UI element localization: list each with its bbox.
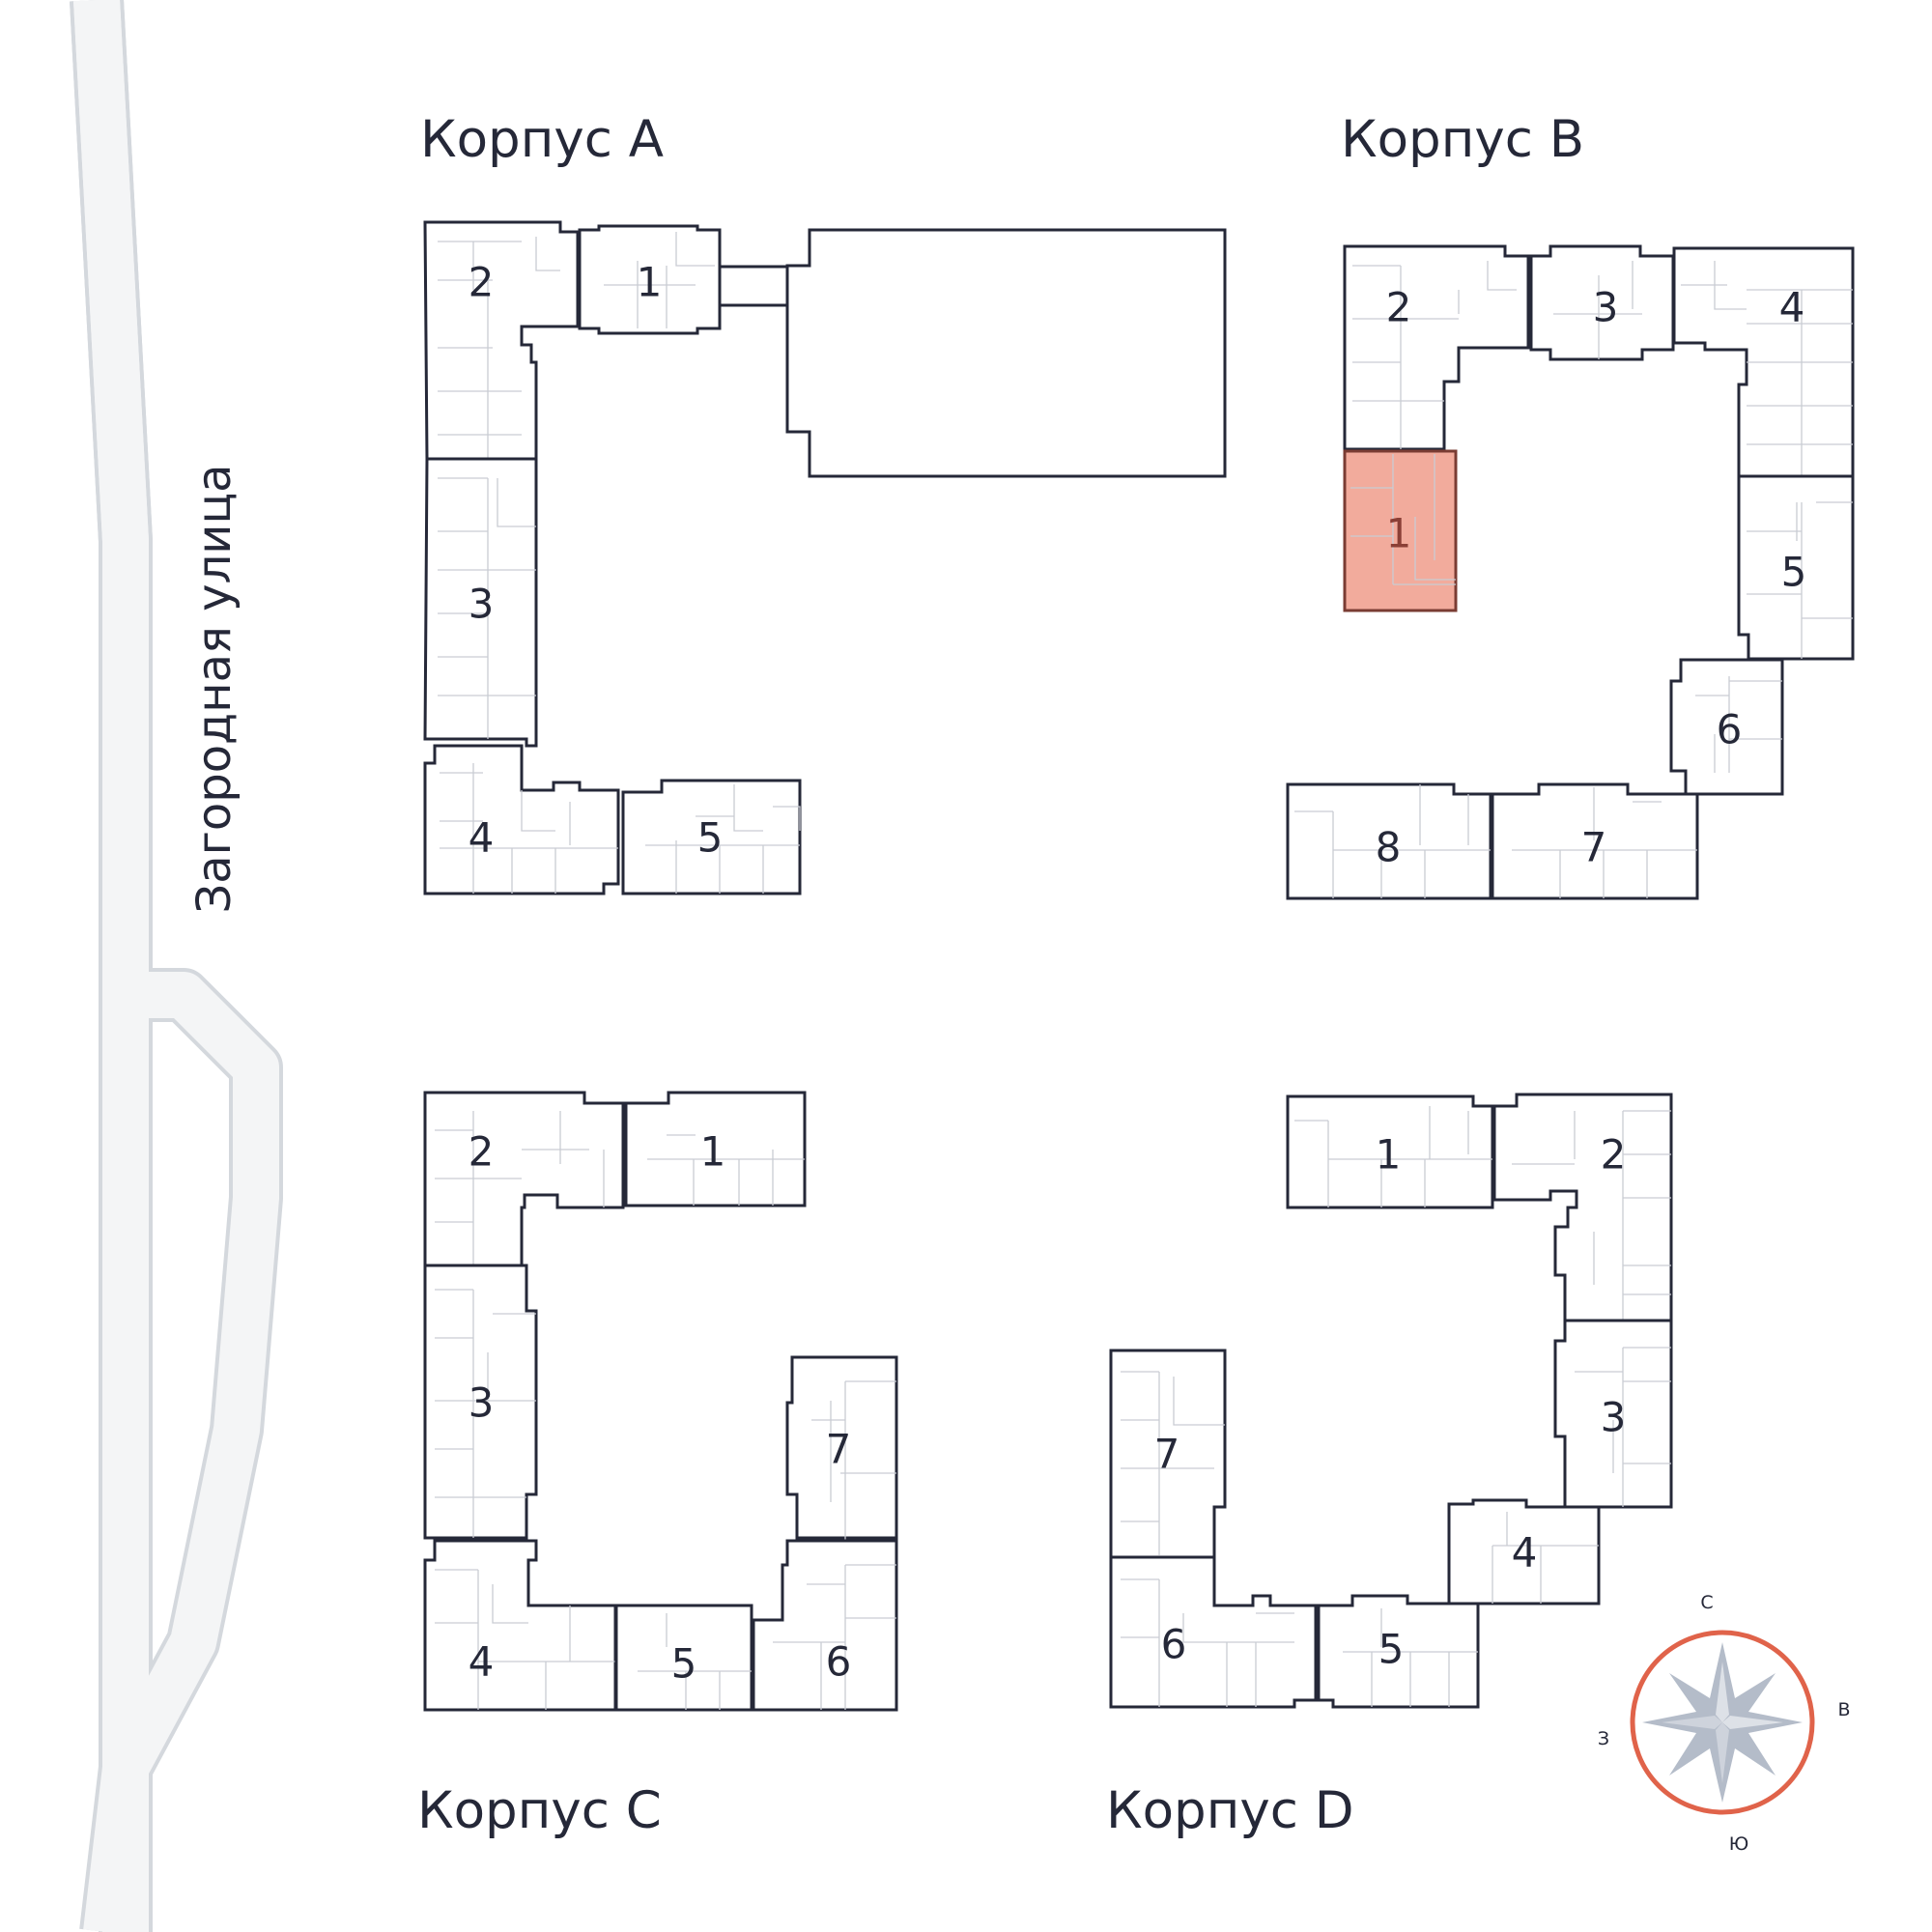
svg-text:2: 2: [1601, 1131, 1627, 1179]
building-b-section-4[interactable]: 4: [1672, 246, 1855, 478]
svg-text:7: 7: [826, 1426, 852, 1473]
svg-text:5: 5: [1378, 1626, 1405, 1673]
building-b-section-8[interactable]: 8: [1286, 782, 1492, 900]
street-label: Загородная улица: [187, 464, 242, 913]
svg-text:5: 5: [697, 814, 724, 862]
building-b-section-2[interactable]: 2: [1343, 244, 1530, 451]
building-b-section-6[interactable]: 6: [1669, 658, 1784, 796]
svg-text:7: 7: [1581, 824, 1607, 871]
building-c-label: Корпус C: [417, 1781, 662, 1840]
svg-text:3: 3: [469, 1379, 495, 1427]
svg-text:2: 2: [1386, 284, 1412, 331]
building-d-section-6[interactable]: 6: [1109, 1555, 1318, 1709]
svg-text:4: 4: [469, 1638, 495, 1686]
building-d-section-7[interactable]: 7: [1109, 1349, 1227, 1559]
building-a-connector: [718, 265, 789, 307]
compass-south-label: Ю: [1729, 1833, 1749, 1855]
building-a-section-3[interactable]: 3: [423, 457, 538, 748]
svg-text:3: 3: [1601, 1394, 1627, 1441]
building-c-section-7[interactable]: 7: [785, 1355, 898, 1541]
svg-text:4: 4: [1512, 1529, 1538, 1577]
building-c-section-1[interactable]: 1: [624, 1091, 807, 1208]
svg-text:7: 7: [1154, 1431, 1180, 1478]
building-a-section-4[interactable]: 4: [423, 744, 620, 895]
building-a-section-1[interactable]: 1: [578, 224, 722, 335]
building-a-section-2[interactable]: 2: [423, 220, 580, 461]
building-a-section-5[interactable]: 5: [621, 779, 802, 895]
building-d-section-2[interactable]: 2: [1492, 1093, 1673, 1322]
building-d-section-4[interactable]: 4: [1447, 1498, 1601, 1605]
svg-text:2: 2: [469, 1128, 495, 1176]
svg-text:1: 1: [1386, 510, 1412, 557]
road: [70, 0, 283, 1932]
svg-text:4: 4: [469, 814, 495, 862]
svg-text:6: 6: [1161, 1621, 1187, 1668]
svg-text:3: 3: [469, 581, 495, 628]
building-d-section-5[interactable]: 5: [1317, 1594, 1480, 1709]
building-c-section-6[interactable]: 6: [752, 1539, 898, 1712]
compass-ring: [1630, 1630, 1815, 1815]
svg-text:1: 1: [1376, 1131, 1402, 1179]
building-b-section-7[interactable]: 7: [1491, 782, 1699, 900]
compass-north-label: С: [1700, 1592, 1713, 1613]
compass: С В Ю З: [1598, 1592, 1851, 1855]
building-a-annex: [785, 228, 1227, 478]
building-b-section-3[interactable]: 3: [1529, 244, 1675, 361]
building-d-section-3[interactable]: 3: [1553, 1319, 1673, 1509]
svg-text:1: 1: [637, 259, 663, 306]
svg-text:2: 2: [469, 259, 495, 306]
building-b-section-1-selected[interactable]: 1: [1343, 449, 1458, 612]
building-d-label: Корпус D: [1106, 1781, 1354, 1840]
svg-text:8: 8: [1376, 824, 1402, 871]
building-a-label: Корпус A: [420, 110, 664, 169]
svg-text:3: 3: [1593, 284, 1619, 331]
building-c-section-4[interactable]: 4: [423, 1539, 617, 1712]
svg-text:6: 6: [826, 1638, 852, 1686]
building-c-section-3[interactable]: 3: [423, 1264, 538, 1540]
compass-west-label: З: [1598, 1728, 1609, 1749]
svg-text:6: 6: [1717, 706, 1743, 753]
building-b-section-5[interactable]: 5: [1737, 474, 1855, 661]
svg-text:5: 5: [671, 1640, 697, 1688]
building-c-section-2[interactable]: 2: [423, 1091, 625, 1267]
svg-text:1: 1: [700, 1128, 726, 1176]
building-c-section-5[interactable]: 5: [614, 1604, 753, 1712]
building-b-label: Корпус B: [1341, 110, 1584, 169]
compass-east-label: В: [1837, 1699, 1850, 1720]
building-d-section-1[interactable]: 1: [1286, 1094, 1494, 1209]
svg-text:5: 5: [1781, 549, 1807, 596]
svg-text:4: 4: [1779, 284, 1805, 331]
